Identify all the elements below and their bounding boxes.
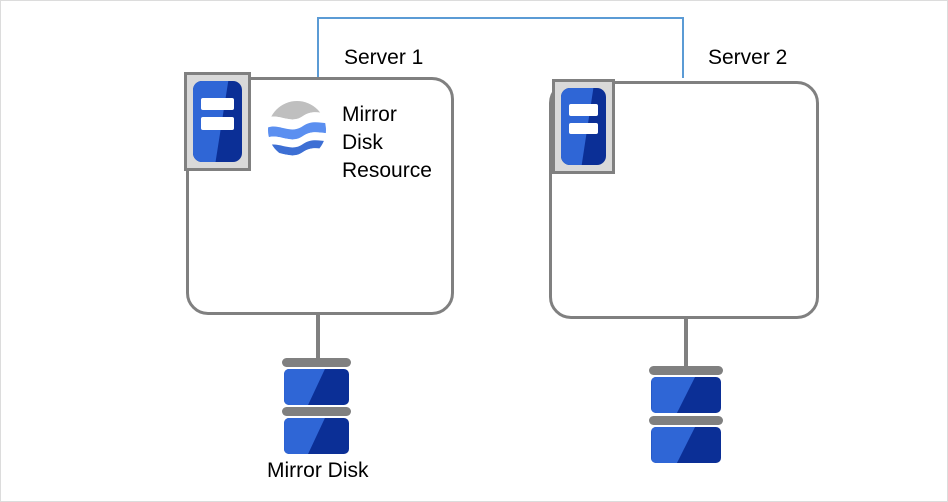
disk-slab-bottom — [651, 427, 721, 463]
mirror-disk-caption: Mirror Disk — [267, 459, 369, 482]
disk-cap-middle — [282, 407, 351, 416]
server-icon-bar-top — [201, 98, 234, 111]
disk-slab-top — [651, 377, 721, 413]
server-2-label: Server 2 — [708, 46, 788, 69]
server-1-label: Server 1 — [344, 46, 424, 69]
mirror-disk-resource-globe-icon — [267, 100, 327, 160]
server-2-server-icon — [552, 79, 615, 174]
server-2-disk-connector — [684, 318, 688, 366]
server-icon-body — [561, 88, 606, 165]
mirror-disk-resource-label-line-2: Disk — [342, 130, 383, 154]
server-interconnect-bracket — [317, 17, 684, 78]
server-1-mirror-disk-icon — [282, 358, 351, 454]
server-icon-body — [193, 81, 242, 162]
server-icon-bar-bottom — [201, 117, 234, 130]
disk-cap-top — [649, 366, 723, 375]
disk-cap-middle — [649, 416, 723, 425]
disk-slab-top — [284, 369, 349, 405]
mirror-disk-resource-label: Mirror Disk Resource — [342, 101, 432, 185]
server-1-server-icon — [184, 72, 251, 171]
mirror-disk-resource-label-line-1: Mirror — [342, 103, 397, 126]
disk-slab-bottom — [284, 418, 349, 454]
server-1-disk-connector — [316, 314, 320, 361]
disk-cap-top — [282, 358, 351, 367]
server-icon-bar-bottom — [568, 122, 599, 135]
mirror-disk-resource-label-line-3: Resource — [342, 158, 432, 182]
server-2-mirror-disk-icon — [649, 366, 723, 463]
server-icon-bar-top — [568, 104, 599, 116]
